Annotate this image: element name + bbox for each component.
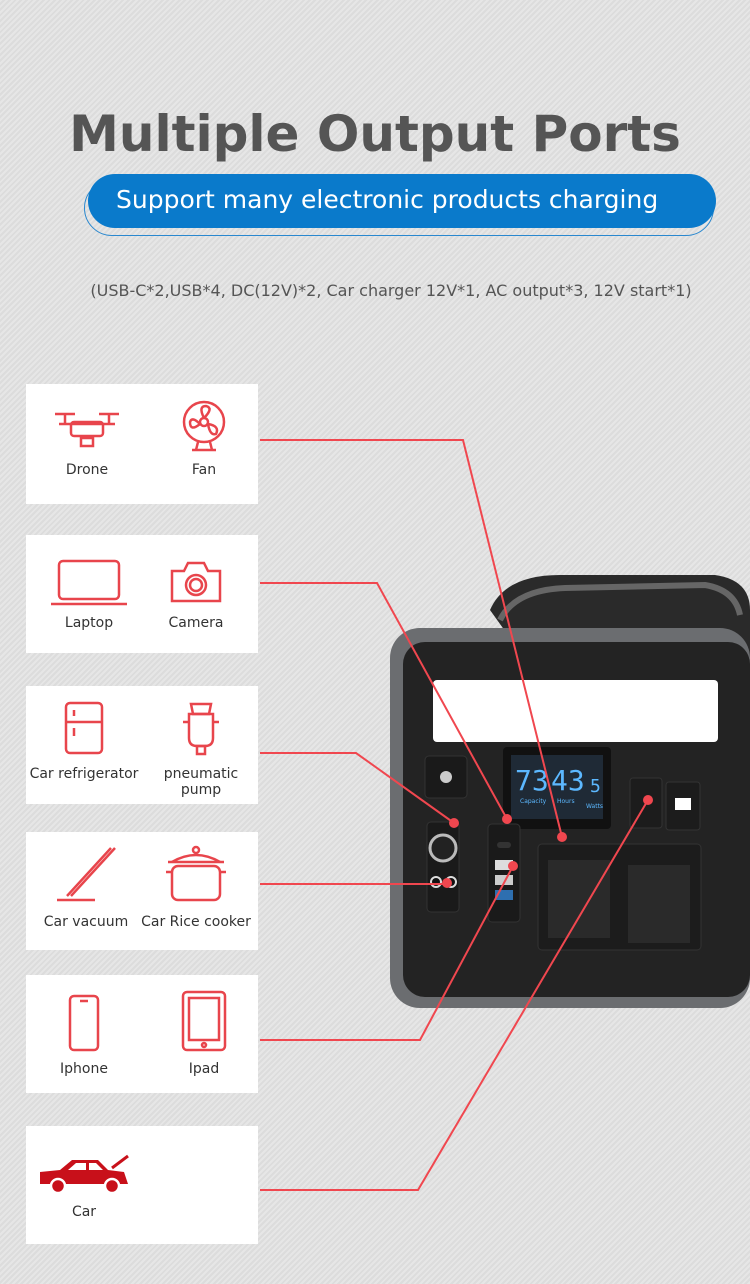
device-card-fridge-pump: Car refrigerator pneumatic pump	[26, 686, 258, 804]
car-icon	[40, 1154, 129, 1195]
fridge-icon	[64, 701, 104, 755]
device-label: Camera	[168, 615, 224, 631]
capacity-label: Capacity	[520, 798, 547, 805]
hours-readout: 43	[551, 764, 585, 797]
device-label: Car vacuum	[43, 914, 129, 930]
device-iphone: Iphone	[26, 993, 142, 1077]
device-label: Car	[71, 1204, 97, 1220]
device-pneumatic-pump: pneumatic pump	[143, 700, 259, 798]
camera-icon	[170, 561, 222, 603]
device-rice-cooker: Car Rice cooker	[138, 844, 254, 930]
device-label: Fan	[191, 462, 217, 478]
device-car: Car	[26, 1150, 142, 1220]
page-title: Multiple Output Ports	[69, 105, 681, 163]
watts-label: Watts	[586, 803, 603, 810]
device-label: Car Rice cooker	[141, 914, 251, 930]
device-fan: Fan	[146, 398, 262, 478]
device-card-vacuum-cooker: Car vacuum Car Rice cooker	[26, 832, 258, 950]
tablet-icon	[181, 990, 227, 1052]
power-station-image: 73 43 5 Capacity Hours Watts	[390, 575, 750, 1008]
device-card-phone-tablet: Iphone Ipad	[26, 975, 258, 1093]
device-card-drone-fan: Drone Fan	[26, 384, 258, 504]
fan-icon	[182, 400, 226, 452]
pump-icon	[183, 702, 219, 756]
laptop-icon	[51, 559, 127, 606]
device-label: Ipad	[188, 1061, 220, 1077]
banner: Support many electronic products chargin…	[88, 174, 716, 228]
device-label: pneumatic pump	[163, 766, 239, 798]
device-label: Drone	[65, 462, 109, 478]
device-card-car: Car	[26, 1126, 258, 1244]
device-camera: Camera	[138, 557, 254, 631]
vacuum-icon	[57, 847, 116, 902]
hours-label: Hours	[557, 798, 575, 805]
device-label: Laptop	[64, 615, 114, 631]
device-ipad: Ipad	[146, 989, 262, 1077]
watts-readout: 5	[590, 776, 601, 797]
device-laptop: Laptop	[31, 557, 147, 631]
device-drone: Drone	[29, 404, 145, 478]
capacity-readout: 73	[515, 764, 549, 797]
device-car-vacuum: Car vacuum	[28, 844, 144, 930]
device-label: Car refrigerator	[29, 766, 139, 782]
device-label: Iphone	[60, 1061, 108, 1077]
ports-summary: (USB-C*2,USB*4, DC(12V)*2, Car charger 1…	[90, 281, 692, 300]
phone-icon	[68, 994, 100, 1052]
device-card-laptop-camera: Laptop Camera	[26, 535, 258, 653]
rice-cooker-icon	[166, 845, 226, 902]
drone-icon	[55, 412, 119, 448]
device-car-refrigerator: Car refrigerator	[26, 700, 142, 782]
